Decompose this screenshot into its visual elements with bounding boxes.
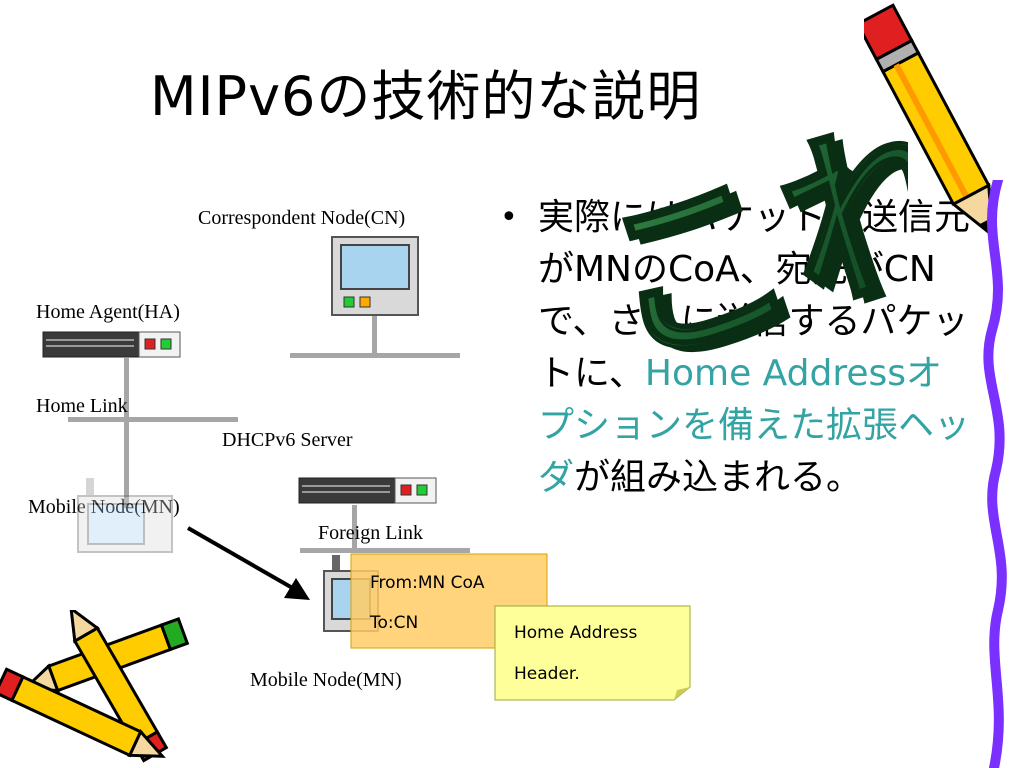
cn-computer-icon <box>331 236 419 316</box>
mn-foreign-label: Mobile Node(MN) <box>250 669 402 691</box>
dhcp-label: DHCPv6 Server <box>222 429 353 451</box>
home-link-label: Home Link <box>36 395 128 417</box>
purple-wave-border <box>983 180 1007 768</box>
ha-router-icon <box>42 331 181 358</box>
pencils-cluster-icon <box>0 610 190 763</box>
bullet-text-part2: が組み込まれる。 <box>574 457 863 498</box>
bullet-text: 実際にはパケットの送信元がMNのCoA、宛先がCNで、さらに送信するパケットに、… <box>538 192 978 504</box>
packet-from-text: From:MN CoA <box>370 573 485 593</box>
header-note-line1: Home Address <box>514 623 638 643</box>
header-note-shape <box>494 605 691 701</box>
slide-title: MIPv6の技術的な説明 <box>150 65 702 128</box>
wordart-kore: これ これ <box>578 132 908 372</box>
bullet-highlight: Home Addressオプションを備えた拡張ヘッダ <box>538 353 971 498</box>
mn-home-label: Mobile Node(MN) <box>28 496 180 518</box>
ha-label: Home Agent(HA) <box>36 301 180 323</box>
dhcp-server-icon <box>298 477 437 504</box>
foreign-link-label: Foreign Link <box>318 522 423 544</box>
bullet-dot: • <box>500 200 518 235</box>
mn-home-device-icon <box>77 478 173 553</box>
header-note-line2: Header. <box>514 664 580 684</box>
movement-arrow-icon <box>187 526 310 600</box>
bullet-text-part1: 実際にはパケットの送信元がMNのCoA、宛先がCNで、さらに送信するパケットに、 <box>538 197 971 394</box>
cn-label: Correspondent Node(CN) <box>198 207 406 229</box>
packet-to-text: To:CN <box>370 613 419 633</box>
pencil-decoration-icon <box>864 3 995 239</box>
